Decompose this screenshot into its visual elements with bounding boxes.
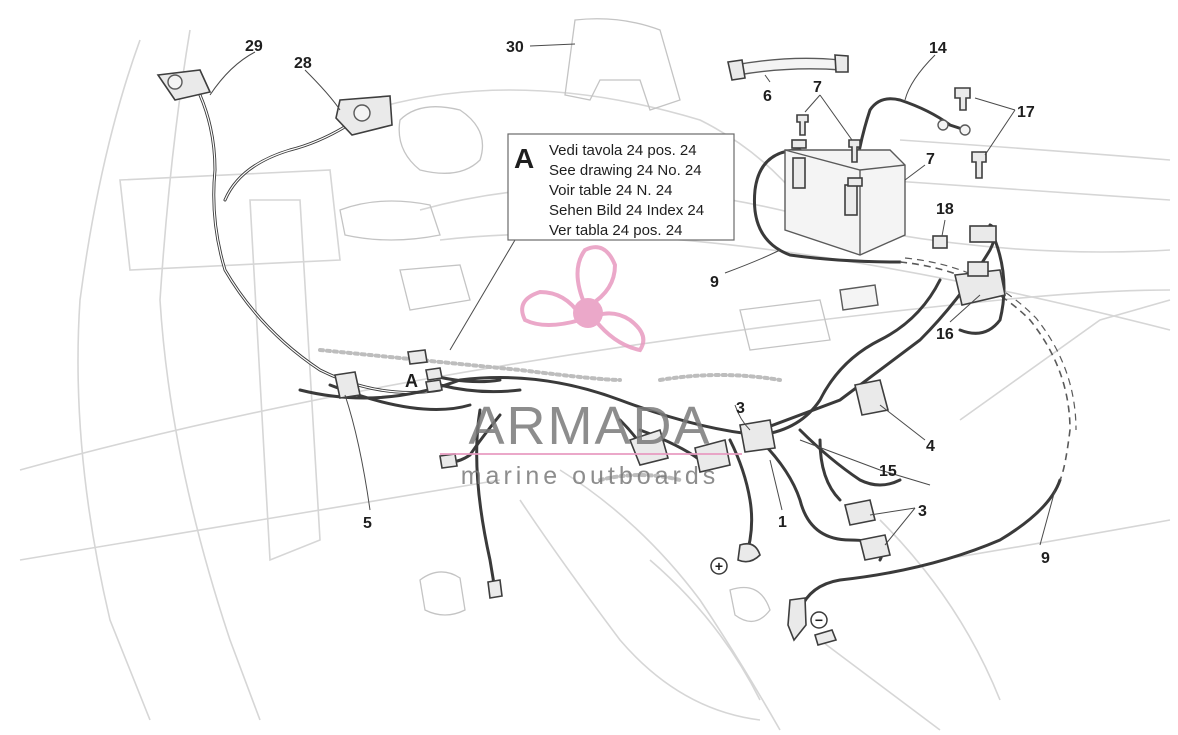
note-letter: A [514,143,534,174]
callout-29: 29 [245,38,263,55]
callout-3a: 3 [736,400,745,417]
callout-17: 17 [1017,104,1035,121]
leader-lines [209,43,1056,546]
callout-3b: 3 [918,503,927,520]
note-line-2: See drawing 24 No. 24 [549,162,702,179]
watermark: ARMADA marine outboards [440,245,742,490]
callout-14: 14 [929,40,947,57]
callout-a: A [405,371,418,391]
callout-16: 16 [936,326,954,343]
terminal-minus: − [810,611,828,629]
callout-9a: 9 [710,274,719,291]
reference-note: A Vedi tavola 24 pos. 24 See drawing 24 … [507,133,735,241]
parts [156,54,1006,646]
watermark-subtitle: marine outboards [461,462,720,490]
terminal-plus: + [710,557,728,575]
background-frame [19,18,1171,731]
callout-18: 18 [936,201,954,218]
note-line-5: Ver tabla 24 pos. 24 [549,222,682,239]
callout-6: 6 [763,88,772,105]
callout-1: 1 [778,514,787,531]
terminal-minus-label: − [815,612,823,628]
callout-28: 28 [294,55,312,72]
callout-30: 30 [506,39,524,56]
callout-15: 15 [879,463,897,480]
callout-7b: 7 [926,151,935,168]
note-line-1: Vedi tavola 24 pos. 24 [549,142,697,159]
callout-4: 4 [926,438,935,455]
note-line-4: Sehen Bild 24 Index 24 [549,202,704,219]
callout-9b: 9 [1041,550,1050,567]
callouts: 29 28 30 14 6 7 7 17 18 9 16 A 3 4 15 3 … [245,38,1050,567]
watermark-title: ARMADA [468,396,711,456]
terminal-plus-label: + [715,558,723,574]
propeller-logo-icon [520,245,646,353]
note-line-3: Voir table 24 N. 24 [549,182,672,199]
callout-5: 5 [363,515,372,532]
callout-7a: 7 [813,79,822,96]
